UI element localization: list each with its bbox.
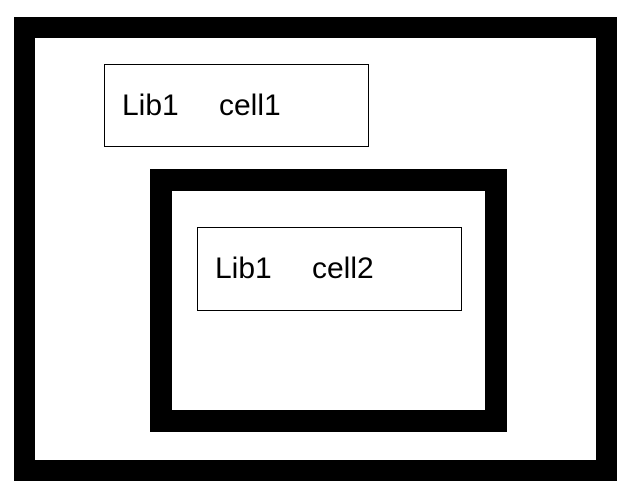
- cell1-label: Lib1 cell1: [122, 88, 281, 122]
- cell1-library-name: Lib1: [122, 88, 179, 122]
- cell2-label: Lib1 cell2: [215, 254, 374, 284]
- cell2-label-box: Lib1 cell2: [197, 227, 462, 311]
- cell1-cell-name: cell1: [219, 88, 281, 122]
- cell2-library-name: Lib1: [215, 252, 272, 285]
- cell2-cell-name: cell2: [312, 252, 374, 285]
- cell1-label-box: Lib1 cell1: [104, 64, 369, 147]
